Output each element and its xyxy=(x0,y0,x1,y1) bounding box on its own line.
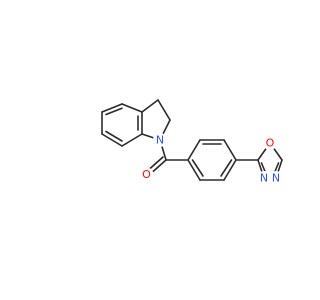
central-benzene-ring xyxy=(187,139,237,181)
atom-O-ring-label: O xyxy=(266,137,275,150)
atom-labels: N O O N N xyxy=(139,133,283,185)
molecule-structure-diagram: N O O N N xyxy=(101,99,283,185)
atom-O-carbonyl-label: O xyxy=(142,168,151,181)
indoline-benzene-ring xyxy=(101,103,143,147)
atom-N-a-label: N xyxy=(260,172,268,185)
atom-N-b-label: N xyxy=(272,172,280,185)
atom-N1-label: N xyxy=(156,134,164,147)
